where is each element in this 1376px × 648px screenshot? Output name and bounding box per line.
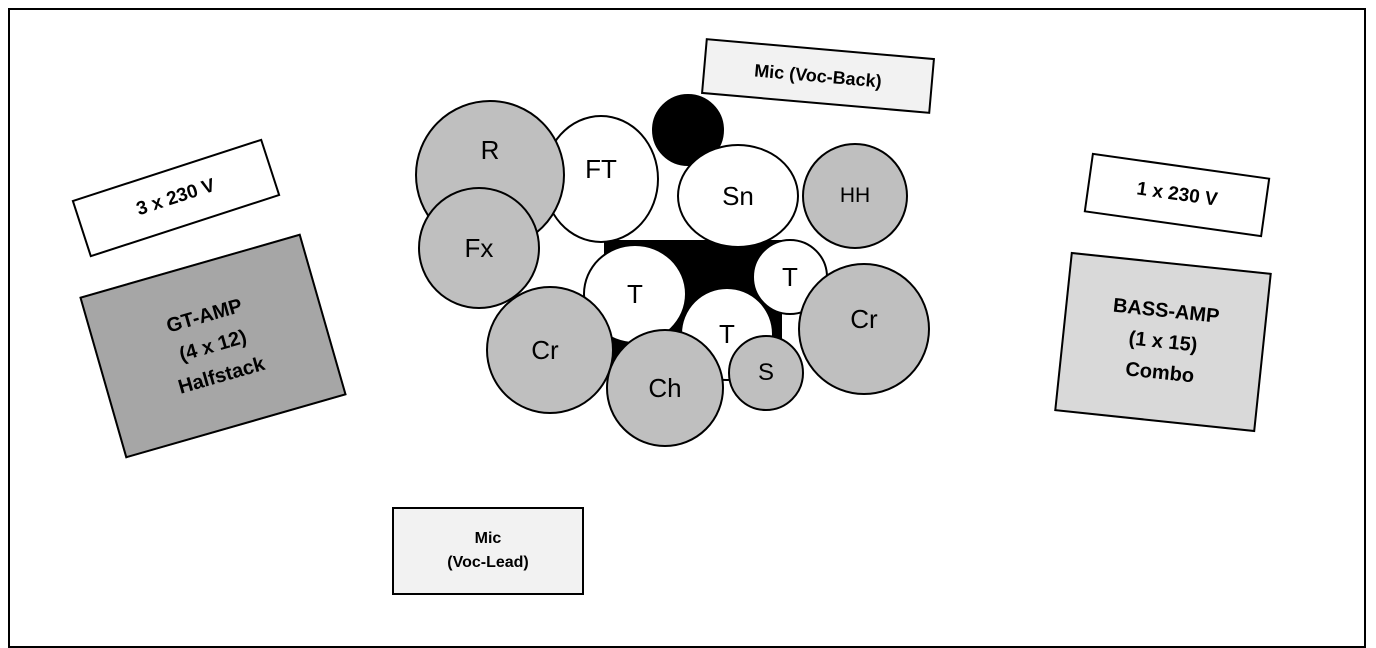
cymbal-crash-left-label: Cr <box>531 334 559 365</box>
drum-floor-tom-label: FT <box>585 153 617 184</box>
drum-tom-3-label: T <box>719 318 735 349</box>
bass-amp-name: BASS-AMP <box>1112 294 1221 328</box>
mic-lead-vocal-line1: Mic <box>474 530 502 547</box>
cymbal-china-label: Ch <box>648 372 682 403</box>
bass-amp-type: Combo <box>1124 357 1196 387</box>
cymbal-splash: S <box>728 335 804 411</box>
mic-lead-vocal: Mic (Voc-Lead) <box>392 507 584 595</box>
cymbal-hihat-label: HH <box>839 184 871 207</box>
drum-snare-label: Sn <box>722 180 754 211</box>
drum-tom-2-label: T <box>782 261 798 292</box>
mic-lead-vocal-line2: (Voc-Lead) <box>447 554 529 571</box>
drum-tom-1-label: T <box>627 278 643 309</box>
mic-back-vocal-label: Mic (Voc-Back) <box>753 59 883 92</box>
cymbal-splash-label: S <box>757 359 774 386</box>
power-outlet-left-label: 3 x 230 V <box>133 174 218 221</box>
cymbal-ride-label: R <box>480 134 500 165</box>
drum-snare: Sn <box>677 144 799 248</box>
bass-amp-cabinet: (1 x 15) <box>1127 326 1199 357</box>
bass-amp: BASS-AMP (1 x 15) Combo <box>1054 251 1272 433</box>
cymbal-crash-right: Cr <box>798 263 930 395</box>
power-outlet-right-label: 1 x 230 V <box>1135 178 1219 211</box>
cymbal-crash-right-label: Cr <box>850 303 878 334</box>
cymbal-china: Ch <box>606 329 724 447</box>
cymbal-effects-label: Fx <box>464 232 494 263</box>
cymbal-crash-left: Cr <box>486 286 614 414</box>
cymbal-hihat: HH <box>802 143 908 249</box>
cymbal-effects: Fx <box>418 187 540 309</box>
